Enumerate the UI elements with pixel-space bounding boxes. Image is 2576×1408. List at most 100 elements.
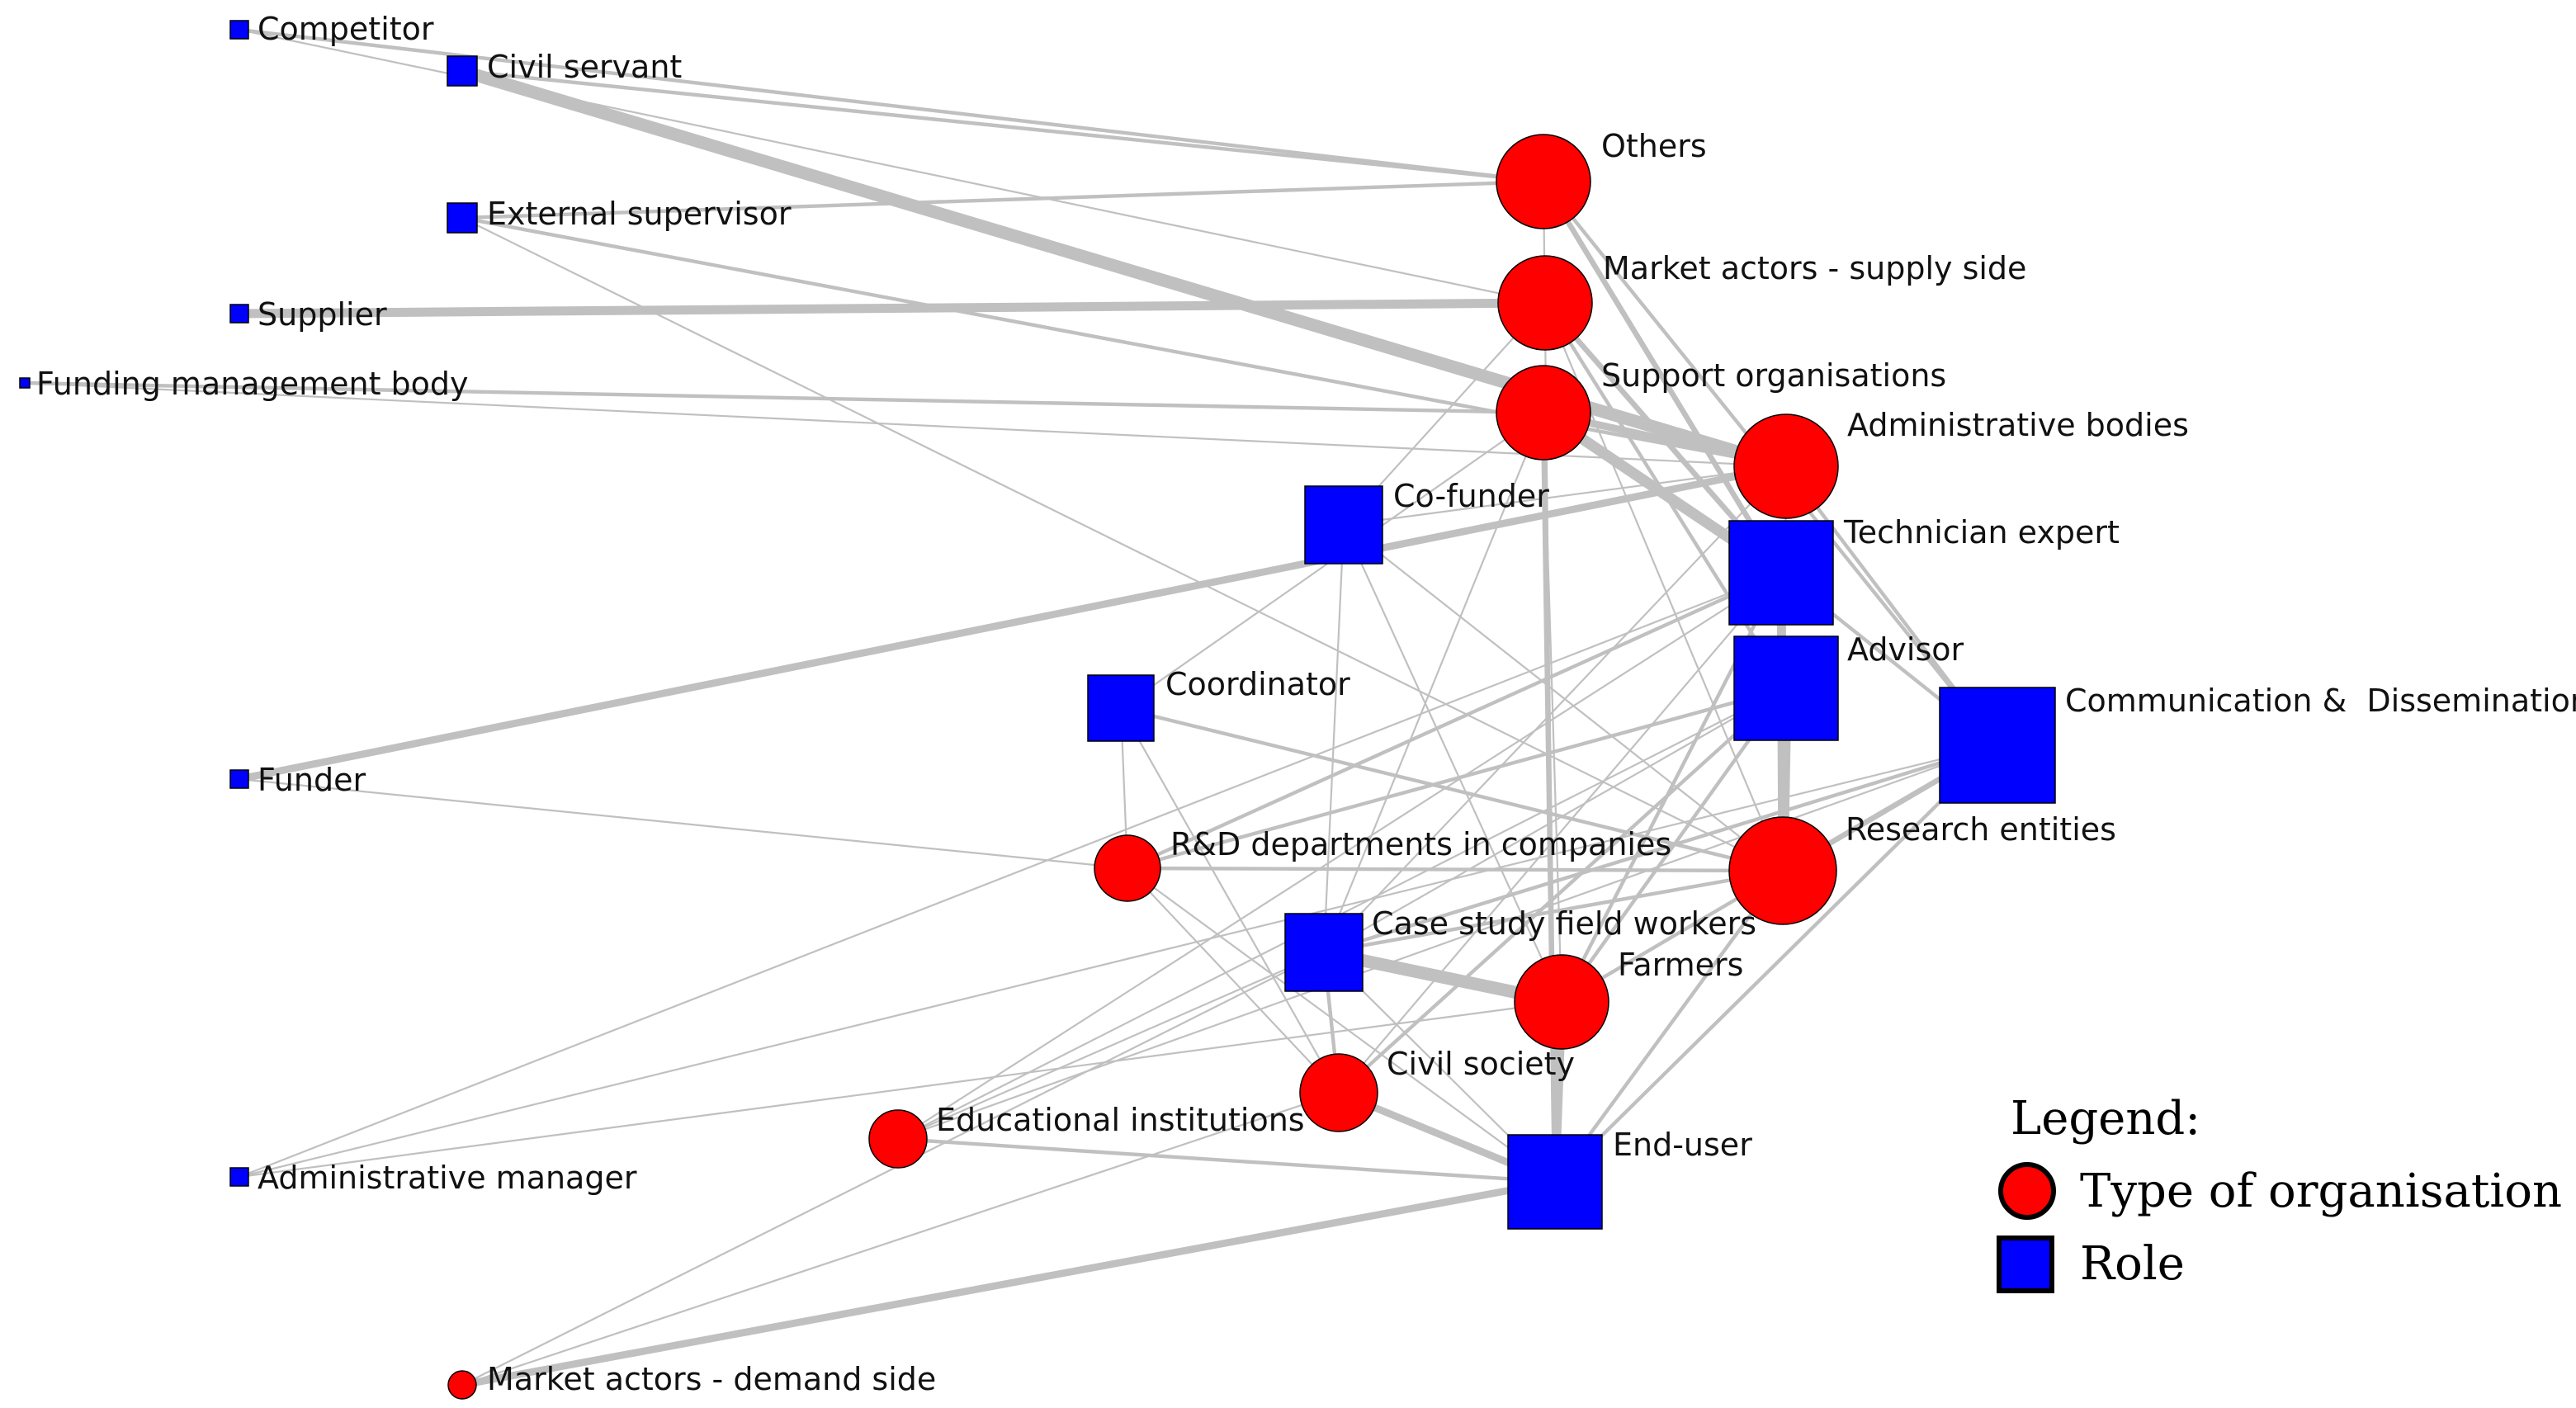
node-educational: Educational institutions bbox=[868, 1102, 1305, 1169]
node-label: Advisor bbox=[1847, 631, 1964, 668]
node-comm-diss: Communication & Dissemination bbox=[1939, 683, 2576, 804]
edge-rd_depts-end_user bbox=[1126, 867, 1557, 1184]
edge-rd_depts-civil_society bbox=[1126, 867, 1340, 1094]
edge-cofunder-research bbox=[1342, 523, 1784, 872]
edge-funder-rd_depts bbox=[238, 777, 1129, 870]
organisation-circle bbox=[1094, 834, 1161, 902]
edge-comm_diss-educational bbox=[896, 744, 1999, 1141]
role-square bbox=[229, 304, 249, 324]
role-square bbox=[1284, 913, 1364, 992]
legend-organisation-swatch bbox=[1998, 1162, 2056, 1220]
edge-technician-rd_depts bbox=[1125, 570, 1784, 871]
node-label: Civil society bbox=[1387, 1046, 1575, 1082]
node-support-orgs: Support organisations bbox=[1496, 357, 1946, 461]
node-funding-mgmt: Funding management body bbox=[19, 366, 469, 402]
role-square bbox=[19, 377, 31, 389]
node-supplier: Supplier bbox=[229, 296, 387, 333]
node-admin-bodies: Administrative bodies bbox=[1733, 407, 2189, 519]
node-external-supervisor: External supervisor bbox=[447, 196, 792, 234]
role-square bbox=[1733, 635, 1839, 741]
edge-market_demand-case_study bbox=[461, 951, 1326, 1387]
edge-comm_diss-end_user bbox=[1553, 743, 2000, 1184]
role-square bbox=[1939, 687, 2056, 804]
organisation-circle bbox=[447, 1370, 477, 1400]
node-label: Technician expert bbox=[1843, 514, 2120, 550]
node-end-user: End-user bbox=[1507, 1127, 1752, 1230]
edge-funding_mgmt-admin_bodies bbox=[23, 381, 1788, 468]
edge-external_supervisor-others bbox=[460, 179, 1546, 220]
edge-research-rd_depts bbox=[1125, 866, 1785, 873]
organisation-circle bbox=[1497, 255, 1593, 351]
organisation-circle bbox=[1728, 816, 1837, 925]
role-square bbox=[447, 55, 478, 87]
node-funder: Funder bbox=[229, 762, 366, 798]
node-civil-servant: Civil servant bbox=[447, 49, 682, 87]
edge-research-end_user bbox=[1553, 868, 1785, 1184]
edge-civil_society-technician bbox=[1337, 571, 1783, 1094]
edge-competitor-others bbox=[237, 27, 1546, 184]
role-square bbox=[1087, 674, 1155, 742]
node-label: End-user bbox=[1613, 1127, 1752, 1163]
node-label: Communication & Dissemination bbox=[2065, 683, 2576, 719]
legend-title: Legend: bbox=[2011, 1092, 2200, 1146]
node-farmers: Farmers bbox=[1514, 947, 1743, 1050]
edge-farmers-admin_manager bbox=[238, 1000, 1563, 1179]
edge-coordinator-civil_society bbox=[1119, 706, 1340, 1094]
node-label: Educational institutions bbox=[936, 1102, 1305, 1138]
node-label: Research entities bbox=[1846, 811, 2116, 848]
node-research: Research entities bbox=[1728, 811, 2116, 925]
role-square bbox=[1304, 485, 1383, 565]
node-label: Funder bbox=[258, 762, 366, 798]
edge-competitor-market_supply bbox=[238, 28, 1547, 305]
node-admin-manager: Administrative manager bbox=[229, 1160, 637, 1196]
node-label: Administrative manager bbox=[258, 1160, 637, 1196]
node-label: Co-funder bbox=[1393, 478, 1549, 514]
node-label: R&D departments in companies bbox=[1170, 826, 1671, 862]
node-label: Competitor bbox=[258, 11, 434, 47]
organisation-circle bbox=[868, 1109, 928, 1169]
edge-others-technician bbox=[1540, 178, 1784, 576]
node-label: Support organisations bbox=[1601, 357, 1946, 394]
edge-market_demand-civil_society bbox=[461, 1091, 1340, 1387]
node-cofunder: Co-funder bbox=[1304, 478, 1549, 565]
role-square bbox=[229, 769, 249, 789]
edge-admin_bodies-case_study bbox=[1322, 465, 1788, 954]
edge-external_supervisor-research bbox=[461, 216, 1784, 872]
role-square bbox=[1728, 520, 1834, 626]
node-market-demand: Market actors - demand side bbox=[447, 1361, 936, 1400]
edge-funder-admin_bodies bbox=[235, 462, 1790, 783]
legend-role-swatch bbox=[1997, 1236, 2054, 1293]
edge-market_demand-end_user bbox=[458, 1178, 1559, 1389]
edge-funding_mgmt-support_orgs bbox=[22, 380, 1546, 415]
node-label: Supplier bbox=[258, 296, 387, 333]
legend-organisation-label: Type of organisation bbox=[2080, 1165, 2562, 1218]
node-label: Administrative bodies bbox=[1847, 407, 2189, 443]
edge-cofunder-case_study bbox=[1322, 523, 1345, 954]
node-others: Others bbox=[1496, 128, 1707, 229]
edge-supplier-market_supply bbox=[234, 298, 1550, 319]
organisation-circle bbox=[1299, 1053, 1378, 1132]
edge-advisor-civil_society bbox=[1336, 686, 1789, 1095]
role-square bbox=[229, 1167, 249, 1187]
role-square bbox=[447, 202, 478, 234]
node-case-study: Case study field workers bbox=[1284, 905, 1756, 992]
node-label: Farmers bbox=[1618, 947, 1743, 983]
legend-role-label: Role bbox=[2080, 1237, 2185, 1291]
edge-case_study-educational bbox=[896, 951, 1326, 1141]
edge-advisor-rd_depts bbox=[1125, 686, 1789, 871]
edge-cofunder-admin_bodies bbox=[1342, 465, 1788, 527]
node-label: Civil servant bbox=[487, 49, 682, 85]
node-label: Coordinator bbox=[1165, 666, 1350, 702]
node-coordinator: Coordinator bbox=[1087, 666, 1350, 742]
role-square bbox=[1507, 1134, 1603, 1230]
organisation-circle bbox=[1514, 954, 1609, 1050]
node-label: Market actors - supply side bbox=[1603, 250, 2026, 286]
node-label: Others bbox=[1601, 128, 1707, 164]
edge-technician-educational bbox=[896, 571, 1783, 1141]
edge-civil_servant-others bbox=[460, 69, 1546, 184]
edge-admin_manager-comm_diss bbox=[238, 744, 1999, 1179]
node-technician: Technician expert bbox=[1728, 514, 2120, 626]
node-market-supply: Market actors - supply side bbox=[1497, 250, 2026, 351]
